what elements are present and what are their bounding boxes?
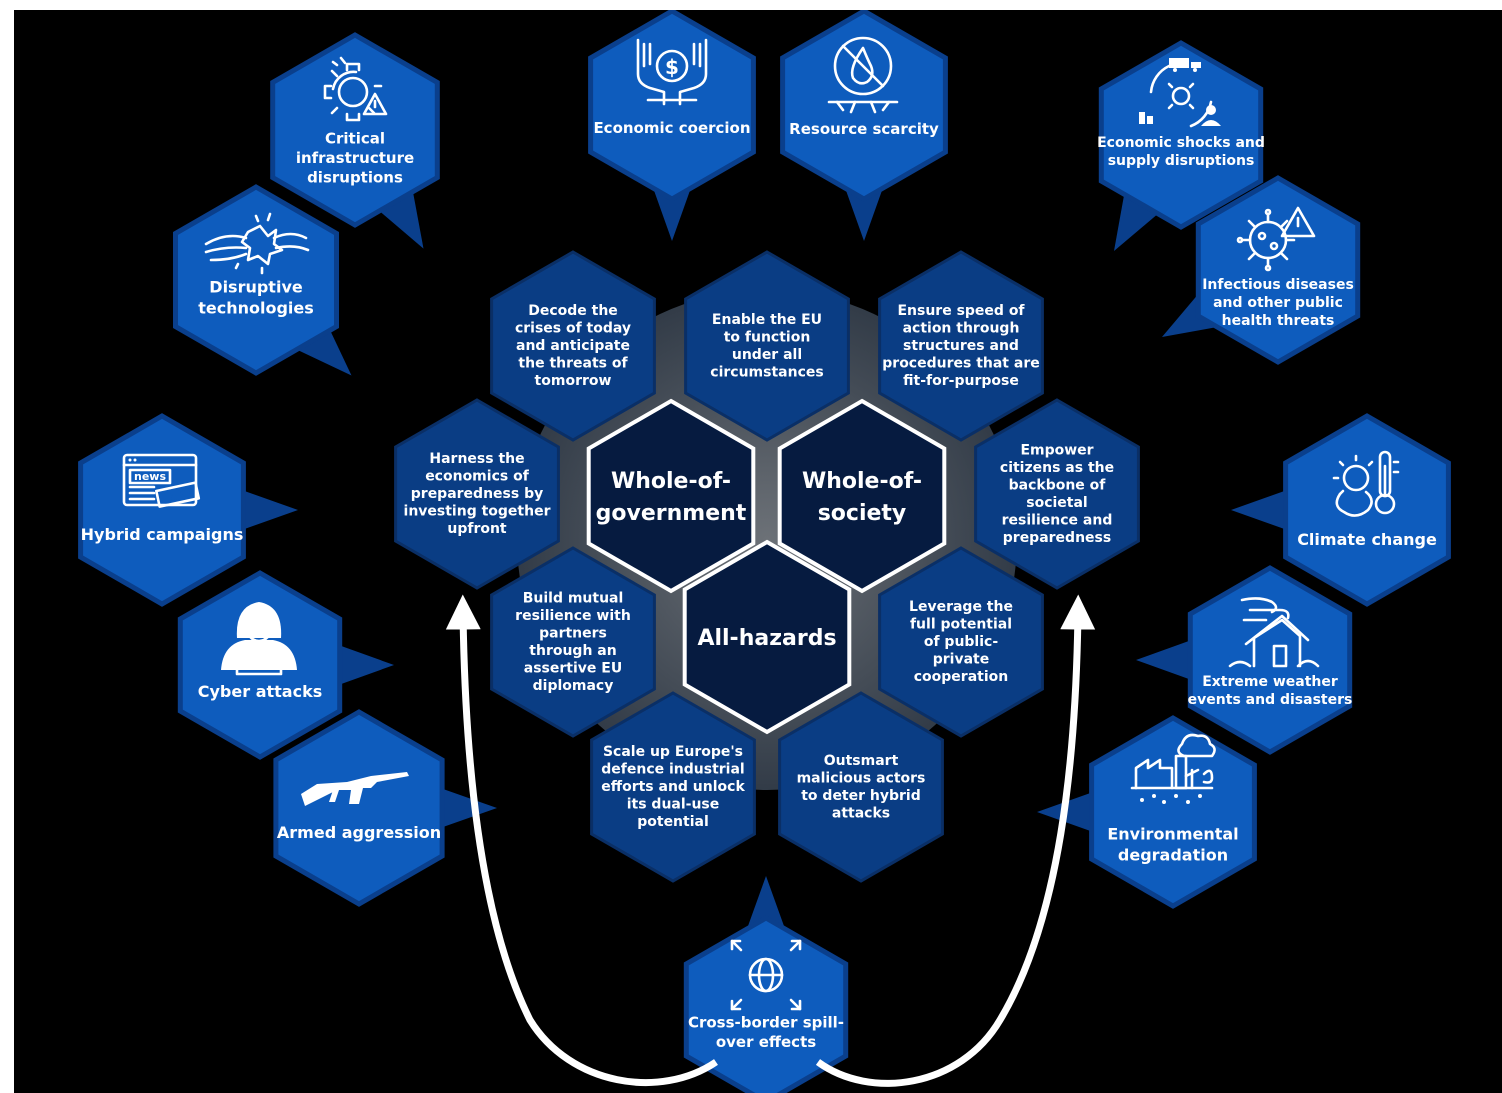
extreme-weather-icon	[1228, 597, 1320, 668]
critical-infrastructure-icon	[323, 56, 388, 122]
principle-hexagon	[974, 398, 1140, 590]
news-badge-text: news	[134, 470, 166, 483]
threat-label: Hybrid campaigns	[81, 525, 244, 544]
globe-arrows-icon	[730, 939, 802, 1011]
principle-hexagon	[590, 691, 756, 883]
svg-text:$: $	[665, 55, 679, 79]
core-hexagon	[586, 398, 756, 594]
threat-resource-scarcity: Resource scarcity	[780, 10, 948, 241]
threat-label: Economic coercion	[593, 119, 750, 137]
threat-hexagon	[78, 413, 246, 607]
core-hexagon	[682, 539, 852, 735]
rifle-icon	[301, 772, 409, 806]
principle-hexagon	[778, 691, 944, 883]
climate-change-icon	[1332, 450, 1400, 517]
threat-hexagon	[273, 709, 445, 907]
fake-news-icon: news FAKE	[122, 453, 201, 508]
principle-hexagon	[394, 398, 560, 590]
principle-hexagon	[878, 546, 1044, 738]
threat-label: Climate change	[1297, 530, 1437, 549]
threat-hexagon	[588, 10, 756, 202]
core-hazards: All-hazards	[682, 539, 852, 735]
principle-hexagon	[684, 250, 850, 442]
threat-armed: Armed aggression	[273, 709, 497, 907]
principle-hexagon	[490, 546, 656, 738]
core-government: Whole-of-government	[586, 398, 756, 594]
core-label: All-hazards	[697, 626, 836, 651]
threat-hexagon	[1195, 175, 1361, 365]
core-layer: Whole-of-government Whole-of-societyAll-h…	[586, 398, 947, 735]
environmental-degradation-icon	[1130, 733, 1216, 804]
threat-hexagon	[270, 32, 440, 228]
economic-shocks-icon	[1139, 58, 1221, 128]
threat-hexagon	[1089, 715, 1257, 909]
threat-label: Armed aggression	[277, 823, 441, 842]
principle-hexagon	[490, 250, 656, 442]
disruptive-technologies-icon	[204, 212, 310, 275]
core-society: Whole-of-society	[777, 398, 947, 594]
economic-coercion-icon: $	[636, 38, 708, 106]
core-hexagon	[777, 398, 947, 594]
infectious-diseases-icon	[1236, 206, 1316, 272]
core-label: Whole-of-society	[802, 469, 922, 526]
fake-badge-text: FAKE	[160, 485, 196, 506]
threat-cross-border: Cross-border spill-over effects	[683, 876, 849, 1093]
threat-hexagon	[780, 10, 948, 202]
hacker-icon	[221, 602, 297, 676]
threat-label: Cross-border spill-over effects	[688, 1013, 844, 1051]
spillover-arrow-left	[445, 594, 718, 1087]
threat-hexagon	[1187, 565, 1353, 755]
resource-scarcity-icon	[827, 36, 899, 114]
principle-hexagon	[878, 250, 1044, 442]
spillover-arrow-right	[815, 594, 1096, 1087]
threat-label: Resource scarcity	[789, 120, 939, 138]
threat-hybrid: Hybrid campaigns	[78, 413, 298, 607]
core-label: Whole-of-government	[596, 469, 747, 526]
threat-economic-coercion: Economic coercion	[588, 10, 756, 241]
threat-label: Cyber attacks	[198, 682, 322, 701]
threat-hexagon	[1098, 40, 1264, 230]
threat-hexagon	[683, 915, 849, 1093]
